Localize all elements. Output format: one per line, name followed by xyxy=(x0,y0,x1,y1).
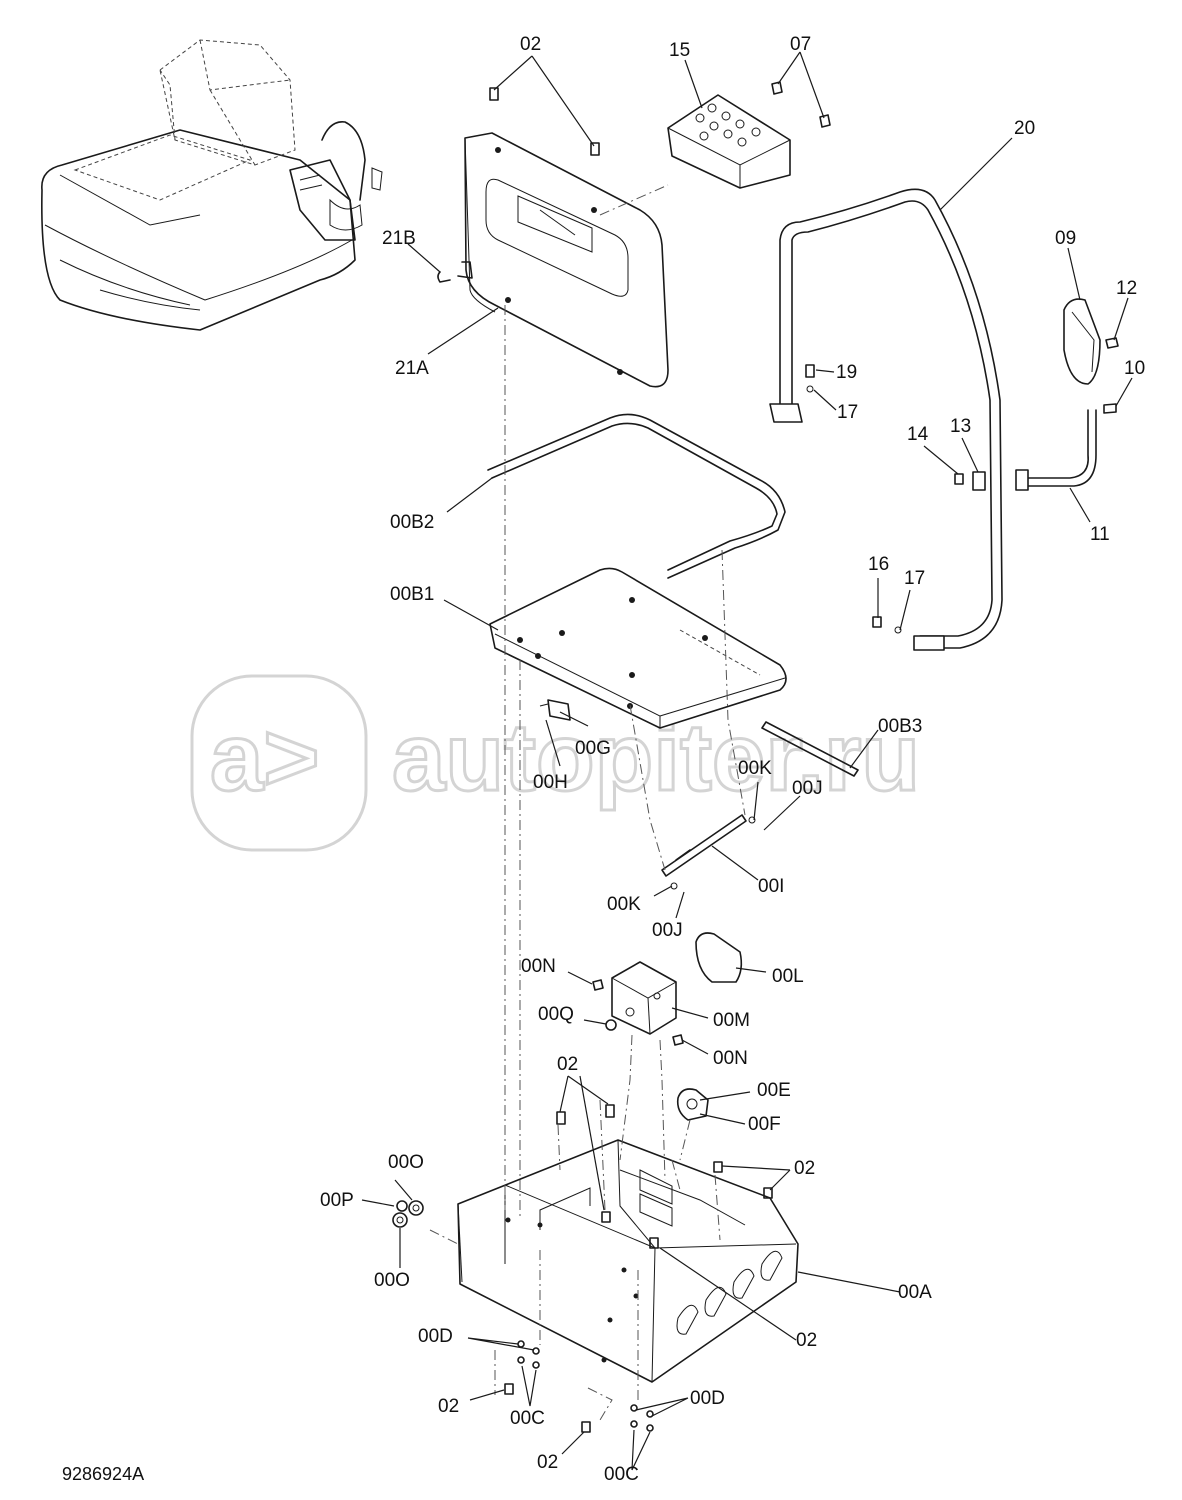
callout-07: 07 xyxy=(790,34,811,55)
part-nuts-00N-00Q xyxy=(592,979,684,1046)
callout-00K-lower: 00K xyxy=(607,894,641,915)
callout-00C-right: 00C xyxy=(604,1464,639,1485)
callout-00O-lower: 00O xyxy=(374,1270,410,1291)
part-screws-07 xyxy=(771,81,831,128)
callout-17-lower: 17 xyxy=(904,568,925,589)
callout-09: 09 xyxy=(1055,228,1076,249)
callout-00B1: 00B1 xyxy=(390,584,434,605)
callout-10: 10 xyxy=(1124,358,1145,379)
callout-02-center: 02 xyxy=(796,1330,817,1351)
callout-labels: 02 15 07 20 21B 21A 09 12 10 19 17 14 13… xyxy=(320,34,1145,1485)
callout-02-bottom-left: 02 xyxy=(438,1396,459,1417)
part-strip-00B3 xyxy=(761,721,859,777)
callout-00I: 00I xyxy=(758,876,784,897)
callout-02-middle: 02 xyxy=(557,1054,578,1075)
callout-00B2: 00B2 xyxy=(390,512,434,533)
callout-00E: 00E xyxy=(757,1080,791,1101)
callout-00K-upper: 00K xyxy=(738,758,772,779)
callout-00N-lower: 00N xyxy=(713,1048,748,1069)
callout-00C-left: 00C xyxy=(510,1408,545,1429)
part-base-frame-00A xyxy=(457,1139,799,1383)
part-small-hardware xyxy=(805,337,1119,634)
callout-00L: 00L xyxy=(772,966,804,987)
callout-00G: 00G xyxy=(575,738,611,759)
part-bolts-top xyxy=(489,87,600,156)
part-grommets-00O-00P xyxy=(392,1200,424,1228)
callout-20: 20 xyxy=(1014,118,1035,139)
part-side-cover xyxy=(437,132,669,388)
callout-17-upper: 17 xyxy=(837,402,858,423)
callout-00B3: 00B3 xyxy=(878,716,922,737)
machine-overview xyxy=(41,39,383,331)
part-seal-strip-00B2 xyxy=(487,413,786,579)
part-top-plate-00B1 xyxy=(489,567,787,729)
alignment-lines xyxy=(429,184,746,1421)
document-id: 9286924A xyxy=(62,1464,144,1484)
callout-00A: 00A xyxy=(898,1282,932,1303)
part-gas-spring-00I xyxy=(661,814,756,890)
callout-15: 15 xyxy=(669,40,690,61)
callout-02-right: 02 xyxy=(794,1158,815,1179)
callout-00H: 00H xyxy=(533,772,568,793)
leader-lines xyxy=(361,51,1133,1471)
callout-13: 13 xyxy=(950,416,971,437)
callout-00D-right: 00D xyxy=(690,1388,725,1409)
callout-00Q: 00Q xyxy=(538,1004,574,1025)
callout-19: 19 xyxy=(836,362,857,383)
callout-00J-upper: 00J xyxy=(792,778,823,799)
part-base-hardware xyxy=(504,1104,773,1433)
part-latch-00G xyxy=(539,699,571,721)
callout-00D-left: 00D xyxy=(418,1326,453,1347)
callout-11: 11 xyxy=(1090,524,1110,545)
callout-00M: 00M xyxy=(713,1010,750,1031)
part-mirror-assembly xyxy=(1015,298,1101,491)
callout-00O-upper: 00O xyxy=(388,1152,424,1173)
callout-02-top: 02 xyxy=(520,34,541,55)
watermark-logo xyxy=(190,674,368,852)
part-bracket-00M xyxy=(611,961,677,1035)
callout-14: 14 xyxy=(907,424,929,445)
callout-12: 12 xyxy=(1116,278,1137,299)
watermark-logo-glyph: a> xyxy=(210,704,319,811)
callout-21B: 21B xyxy=(382,228,416,249)
callout-00J-lower: 00J xyxy=(652,920,683,941)
callout-00P: 00P xyxy=(320,1190,354,1211)
callout-02-bottom: 02 xyxy=(537,1452,558,1473)
part-cover-00L xyxy=(695,932,743,983)
callout-00F: 00F xyxy=(748,1114,781,1135)
callout-21A: 21A xyxy=(395,358,429,379)
callout-00N-upper: 00N xyxy=(521,956,556,977)
callout-16: 16 xyxy=(868,554,889,575)
part-valve-block xyxy=(667,94,791,189)
part-handrail xyxy=(769,188,1003,651)
part-switch-00E xyxy=(676,1088,709,1121)
